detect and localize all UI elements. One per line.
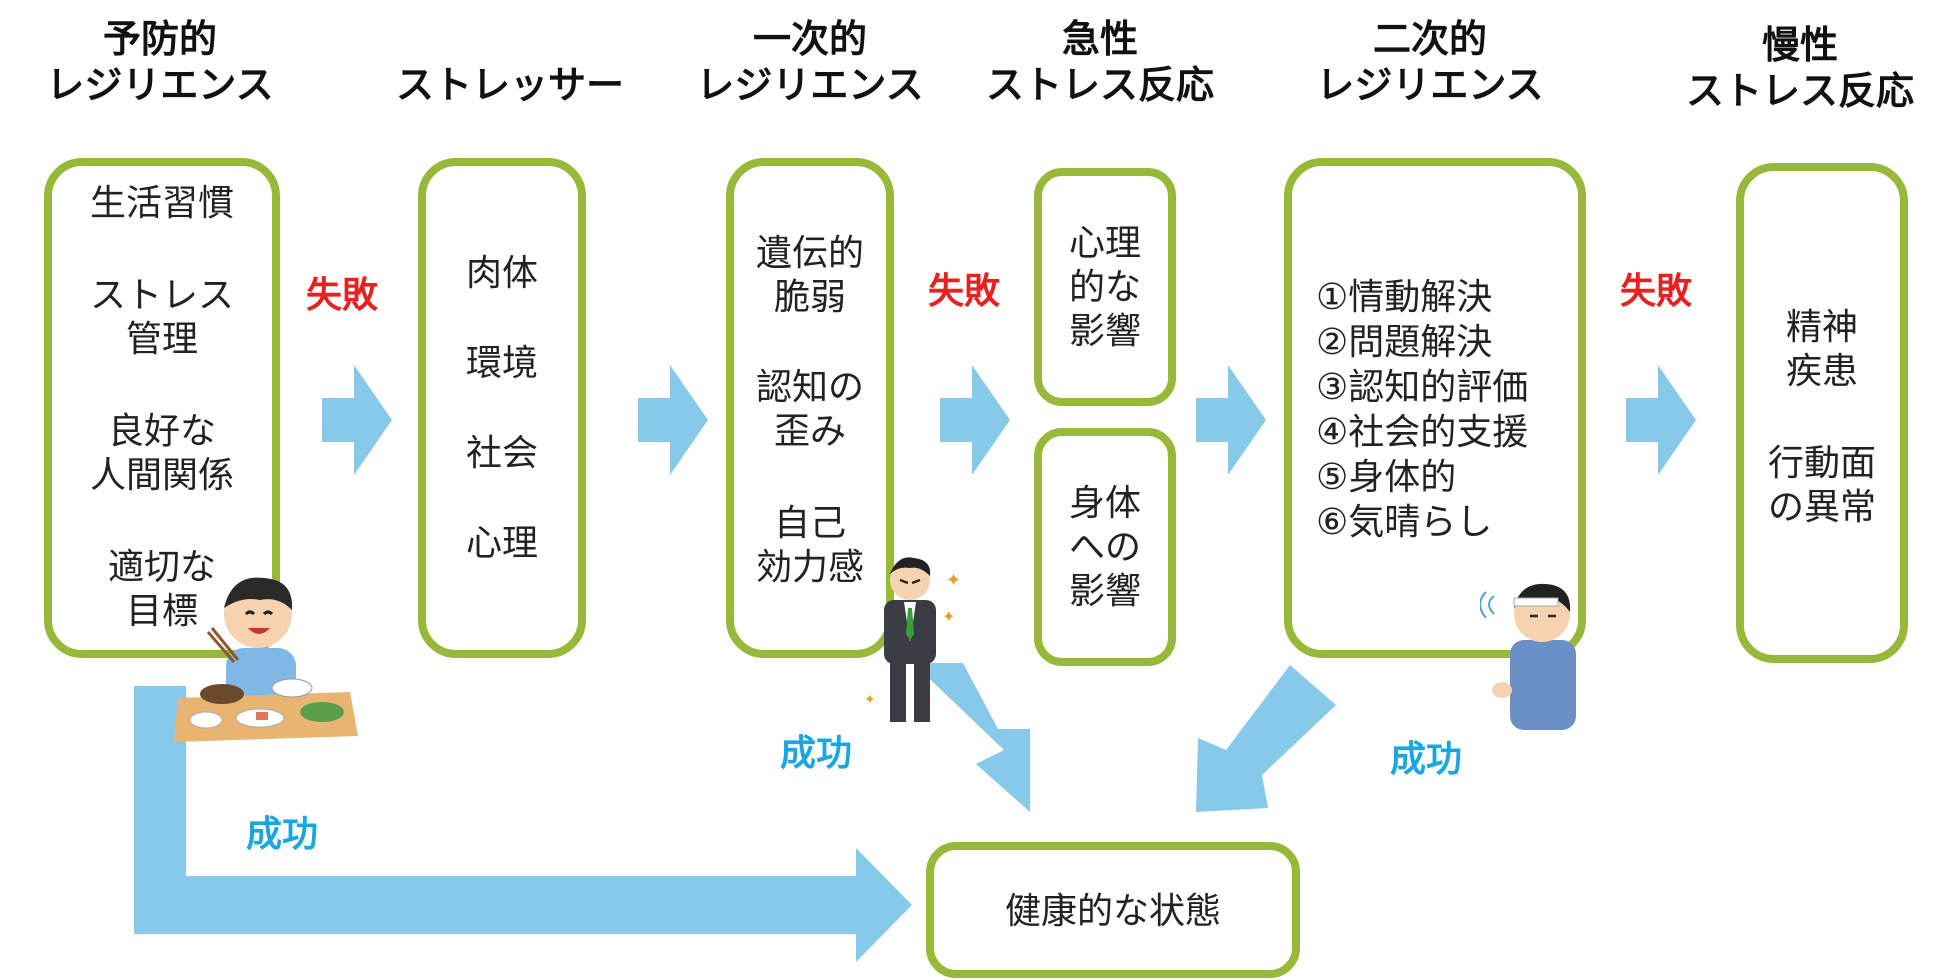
- cell-line: 効力感: [755, 547, 864, 588]
- cell-line: 自己: [773, 503, 846, 544]
- acute-physical-text: 身体 への 影響: [1040, 482, 1170, 614]
- cell-line: 目標: [125, 591, 198, 632]
- box-outcome: [926, 842, 1300, 978]
- header-primary: 一次的 レジリエンス: [680, 16, 940, 108]
- header-line: ストレッサー: [395, 63, 624, 107]
- chronic-item-behavior: 行動面 の異常: [1744, 442, 1900, 530]
- header-line: レジリエンス: [1316, 63, 1544, 107]
- box-stressor: [418, 158, 586, 658]
- primary-item-cognitive: 認知の 歪み: [734, 366, 886, 454]
- header-line: ストレス反応: [1685, 69, 1914, 113]
- cell-line: 遺伝的: [755, 233, 864, 274]
- fail-label-2: 失敗: [928, 271, 1001, 312]
- chronic-item-mental: 精神 疾患: [1744, 306, 1900, 394]
- cell-line: への: [1068, 527, 1141, 568]
- secondary-item: ⑥気晴らし: [1316, 502, 1493, 543]
- arrow-right-5: [1626, 365, 1696, 475]
- cell-line: の異常: [1767, 487, 1876, 528]
- cell-line: 精神: [1785, 307, 1858, 348]
- arrow-right-2: [638, 365, 708, 475]
- cell-line: 脆弱: [773, 277, 846, 318]
- cell-line: 認知の: [755, 367, 864, 408]
- header-line: 二次的: [1372, 17, 1487, 61]
- cell-line: 適切な: [107, 547, 216, 588]
- stressor-item-social: 社会: [465, 433, 538, 474]
- success-label-secondary: 成功: [1390, 739, 1463, 780]
- box-preventive: [44, 158, 280, 658]
- cell-line: 人間関係: [89, 455, 234, 496]
- header-line: レジリエンス: [46, 63, 274, 107]
- svg-text:✦: ✦: [946, 570, 961, 591]
- secondary-item: ⑤身体的: [1316, 457, 1457, 498]
- businessman-illustration: ✦ ✦ ✦: [864, 557, 961, 722]
- arrow-right-3: [940, 365, 1010, 475]
- secondary-item: ③認知的評価: [1316, 367, 1529, 408]
- arrow-success-preventive: [134, 686, 912, 962]
- header-chronic: 慢性 ストレス反応: [1665, 22, 1935, 114]
- fail-label-1: 失敗: [306, 275, 379, 316]
- secondary-item: ②問題解決: [1316, 322, 1493, 363]
- box-acute-physical: [1034, 428, 1176, 666]
- cell-line: 心理: [1068, 223, 1141, 264]
- secondary-item: ④社会的支援: [1316, 412, 1529, 453]
- header-line: 一次的: [752, 17, 867, 61]
- svg-text:✦: ✦: [942, 607, 955, 626]
- svg-text:✦: ✦: [864, 692, 876, 708]
- box-secondary: [1284, 158, 1586, 658]
- boy-eating-illustration: [174, 577, 358, 742]
- header-secondary: 二次的 レジリエンス: [1300, 16, 1560, 108]
- cell-line: 的な: [1068, 267, 1141, 308]
- preventive-item-relationships: 良好な 人間関係: [52, 410, 272, 498]
- stressor-item-psychological: 心理: [465, 523, 538, 564]
- arrow-right-1: [322, 365, 392, 475]
- header-line: ストレス反応: [985, 63, 1214, 107]
- cell-line: ストレス: [89, 275, 234, 316]
- stressor-item-environment: 環境: [465, 343, 538, 384]
- success-label-primary: 成功: [780, 733, 853, 774]
- stressor-item-physical: 肉体: [465, 253, 538, 294]
- cell-line: 影響: [1068, 311, 1141, 352]
- arrow-success-secondary: [1196, 665, 1336, 812]
- acute-mental-text: 心理 的な 影響: [1040, 222, 1170, 354]
- header-acute: 急性 ストレス反応: [970, 16, 1230, 108]
- cell-line: 行動面: [1767, 443, 1876, 484]
- header-stressor: ストレッサー: [380, 62, 640, 108]
- fail-label-3: 失敗: [1620, 271, 1693, 312]
- box-acute-mental: [1034, 168, 1176, 406]
- box-primary: [726, 158, 894, 658]
- cell-line: 影響: [1068, 571, 1141, 612]
- cell-line: 疾患: [1785, 351, 1858, 392]
- preventive-item-goals: 適切な 目標: [52, 546, 272, 634]
- primary-item-efficacy: 自己 効力感: [734, 502, 886, 590]
- arrow-success-primary: [913, 663, 1030, 812]
- preventive-item-stress-mgmt: ストレス 管理: [52, 274, 272, 362]
- preventive-item-lifestyle: 生活習慣: [89, 183, 234, 224]
- box-chronic: [1736, 163, 1908, 663]
- primary-item-genetic: 遺伝的 脆弱: [734, 232, 886, 320]
- arrow-right-4: [1196, 365, 1266, 475]
- success-label-preventive: 成功: [246, 814, 319, 855]
- cell-line: 身体: [1068, 483, 1141, 524]
- secondary-item: ①情動解決: [1316, 277, 1493, 318]
- header-preventive: 予防的 レジリエンス: [20, 16, 300, 108]
- cell-line: 管理: [125, 319, 198, 360]
- header-line: 慢性: [1761, 23, 1838, 67]
- header-line: レジリエンス: [696, 63, 924, 107]
- cell-line: 良好な: [107, 411, 216, 452]
- cell-line: 歪み: [773, 411, 846, 452]
- header-line: 急性: [1061, 17, 1138, 61]
- outcome-text: 健康的な状態: [1004, 891, 1221, 932]
- header-line: 予防的: [102, 17, 217, 61]
- thinking-man-illustration: [1480, 583, 1576, 730]
